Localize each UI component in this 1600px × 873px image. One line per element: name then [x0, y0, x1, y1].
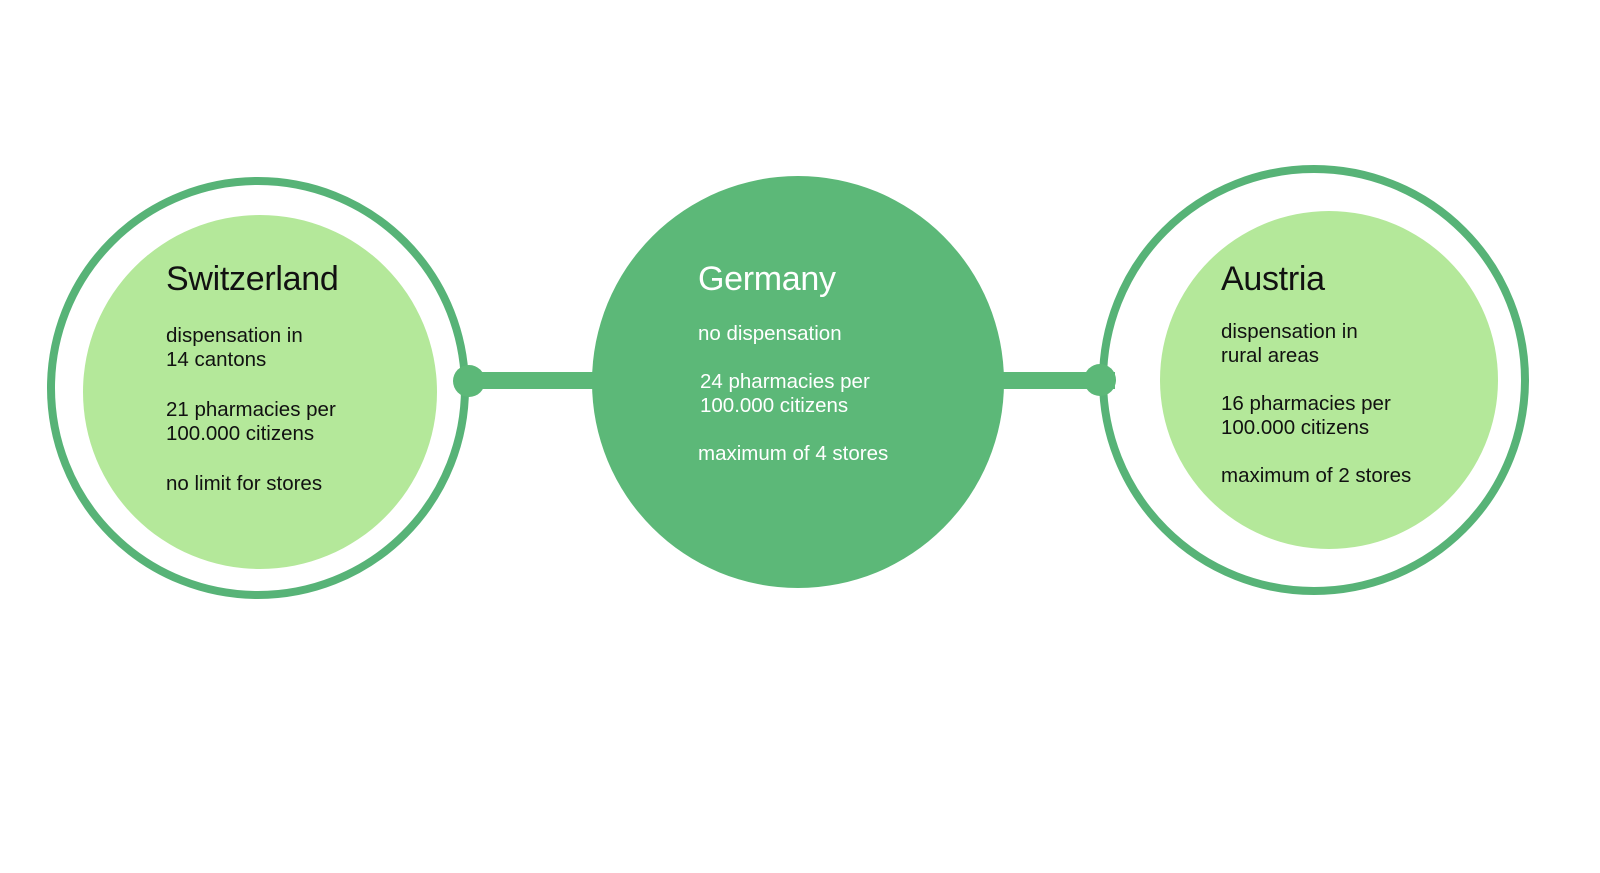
- austria-fact-pharmacies: 16 pharmacies per 100.000 citizens: [1221, 392, 1391, 440]
- connector-dot-switzerland: [453, 365, 485, 397]
- switzerland-fact-dispensation: dispensation in 14 cantons: [166, 323, 303, 371]
- switzerland-fact-pharmacies: 21 pharmacies per 100.000 citizens: [166, 398, 336, 446]
- austria-title: Austria: [1221, 260, 1325, 298]
- austria-node-content: Austria dispensation in rural areas 16 p…: [1221, 260, 1412, 513]
- germany-node-content: Germany no dispensation 24 pharmacies pe…: [698, 260, 889, 490]
- germany-fact-pharmacies: 24 pharmacies per 100.000 citizens: [700, 369, 870, 418]
- austria-fact-dispensation: dispensation in rural areas: [1221, 319, 1358, 367]
- switzerland-inner-circle: [83, 215, 437, 569]
- germany-circle: [592, 176, 1004, 588]
- germany-fact-dispensation: no dispensation: [698, 321, 842, 345]
- germany-title: Germany: [698, 260, 836, 298]
- switzerland-title: Switzerland: [166, 260, 339, 298]
- austria-inner-circle: [1160, 211, 1498, 549]
- connector-germany-austria: [985, 372, 1115, 389]
- switzerland-fact-stores: no limit for stores: [166, 472, 323, 496]
- connector-switzerland-germany: [462, 372, 612, 389]
- germany-fact-stores: maximum of 4 stores: [698, 442, 889, 466]
- connector-dot-austria: [1084, 364, 1116, 396]
- austria-fact-stores: maximum of 2 stores: [1221, 464, 1412, 488]
- switzerland-node-content: Switzerland dispensation in 14 cantons 2…: [166, 260, 339, 497]
